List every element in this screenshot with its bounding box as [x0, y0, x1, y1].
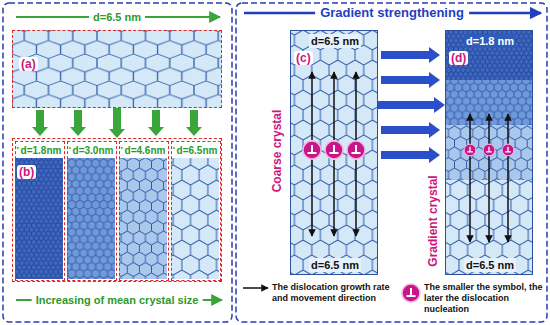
dimension-label: d=6.5 nm	[89, 10, 145, 24]
grain-zone: d=3.0nm	[67, 141, 117, 281]
grain-field	[290, 30, 378, 275]
transform-arrow	[378, 97, 445, 113]
panel-tag: (b)	[17, 165, 36, 179]
grain-field	[445, 30, 533, 275]
crystal-name: Coarse crystal	[270, 108, 284, 195]
dislocation-symbol	[303, 141, 514, 159]
grain-field	[15, 158, 219, 279]
crystal-name: Gradient crystal	[426, 173, 440, 268]
legend-text: The smaller the symbol, the later the di…	[424, 282, 545, 315]
panel-tag: (c)	[294, 51, 313, 65]
trend-label: Gradient strengthening	[315, 6, 469, 20]
size-label: d=6.5 nm	[464, 258, 516, 272]
size-label: d=1.8nm	[19, 144, 64, 158]
size-label: d=4.6nm	[123, 144, 168, 158]
panel-tag: (d)	[449, 51, 468, 65]
crystal-column: (c)d=6.5 nmd=6.5 nmCoarse crystal	[290, 30, 378, 275]
transform-arrow	[109, 108, 125, 138]
grain-field	[12, 30, 222, 108]
grain-panel: (b) d=1.8nm d=3.0nm d=4.6nm d=6.5nm	[12, 138, 222, 282]
size-label: d=6.5 nm	[309, 258, 361, 272]
grain-zone: d=6.5nm	[171, 141, 221, 281]
size-label: d=1.8 nm	[464, 34, 516, 48]
panel-frame	[3, 3, 232, 322]
grain-zone: d=1.8nm	[15, 141, 65, 281]
panel-tag: (a)	[19, 57, 38, 71]
grain-zone: d=4.6nm	[119, 141, 169, 281]
legend-text: The dislocation growth rate and movement…	[272, 282, 398, 304]
panel-frame	[236, 3, 547, 322]
size-label: d=3.0nm	[71, 144, 116, 158]
grain-panel: (a)	[12, 30, 222, 108]
crystal-column: (d)d=1.8 nmd=6.5 nmGradient crystal	[445, 30, 533, 275]
trend-label: Increasing of mean crystal size	[32, 293, 203, 307]
size-label: d=6.5 nm	[309, 34, 361, 48]
size-label: d=6.5nm	[175, 144, 220, 158]
legend-arrow-sample	[243, 287, 268, 289]
dislocation-arrow	[312, 72, 508, 242]
legend-symbol-sample	[402, 284, 420, 302]
